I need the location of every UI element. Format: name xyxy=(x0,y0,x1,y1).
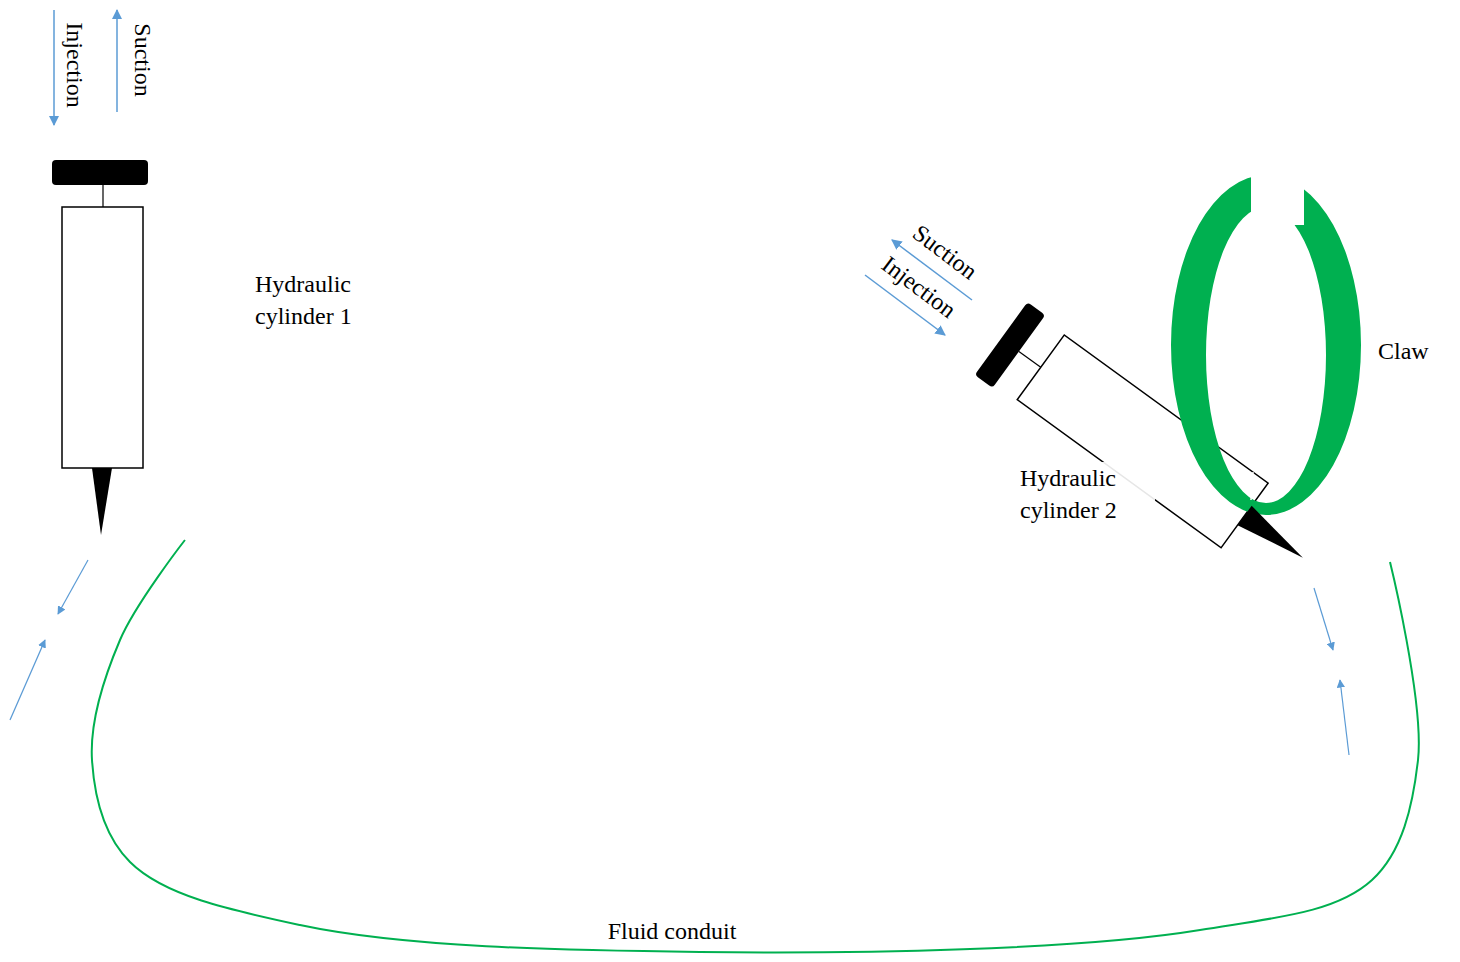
nozzle xyxy=(1238,506,1310,568)
claw-ring xyxy=(1171,175,1361,515)
plunger-rod xyxy=(1019,351,1041,367)
claw: Claw xyxy=(1165,170,1459,520)
flow-arrow xyxy=(10,640,45,720)
conduit-label: Fluid conduit xyxy=(605,919,740,943)
plunger-rod xyxy=(102,185,103,207)
flow-direction: Injection xyxy=(63,22,87,107)
node-label: Hydraulic cylinder 2 xyxy=(1020,462,1155,526)
hydraulic-cylinder: Hydraulic cylinder 1 xyxy=(50,160,396,540)
hydraulic-cylinder-2 xyxy=(975,302,1271,552)
flow-direction: Injection xyxy=(878,252,961,323)
flow-arrow xyxy=(1314,588,1333,650)
suction-arrow xyxy=(892,240,972,300)
node-label: Hydraulic cylinder 1 xyxy=(255,268,390,332)
cylinder-body xyxy=(62,207,143,468)
cylinder-2-nozzle xyxy=(1238,506,1310,568)
suction-arrow xyxy=(116,10,118,112)
injection-arrow xyxy=(53,10,55,125)
hydraulic-cylinder-1 xyxy=(52,160,148,535)
fluid-conduit xyxy=(92,540,1419,952)
nozzle xyxy=(92,468,112,535)
claw-gap xyxy=(1251,165,1304,225)
claw-crack xyxy=(1251,472,1253,500)
injection-arrow xyxy=(865,275,945,335)
node-label: Claw xyxy=(1378,335,1453,367)
claw-shape xyxy=(1171,165,1361,515)
flow-arrow xyxy=(1340,680,1349,755)
plunger-cap xyxy=(52,160,148,185)
hydraulic-cylinder: Hydraulic cylinder 2 xyxy=(975,290,1405,562)
flow-direction: Suction xyxy=(908,220,981,283)
flow-direction: Suction xyxy=(131,23,155,96)
cylinder-body xyxy=(1017,335,1268,548)
flow-arrow xyxy=(58,560,88,614)
